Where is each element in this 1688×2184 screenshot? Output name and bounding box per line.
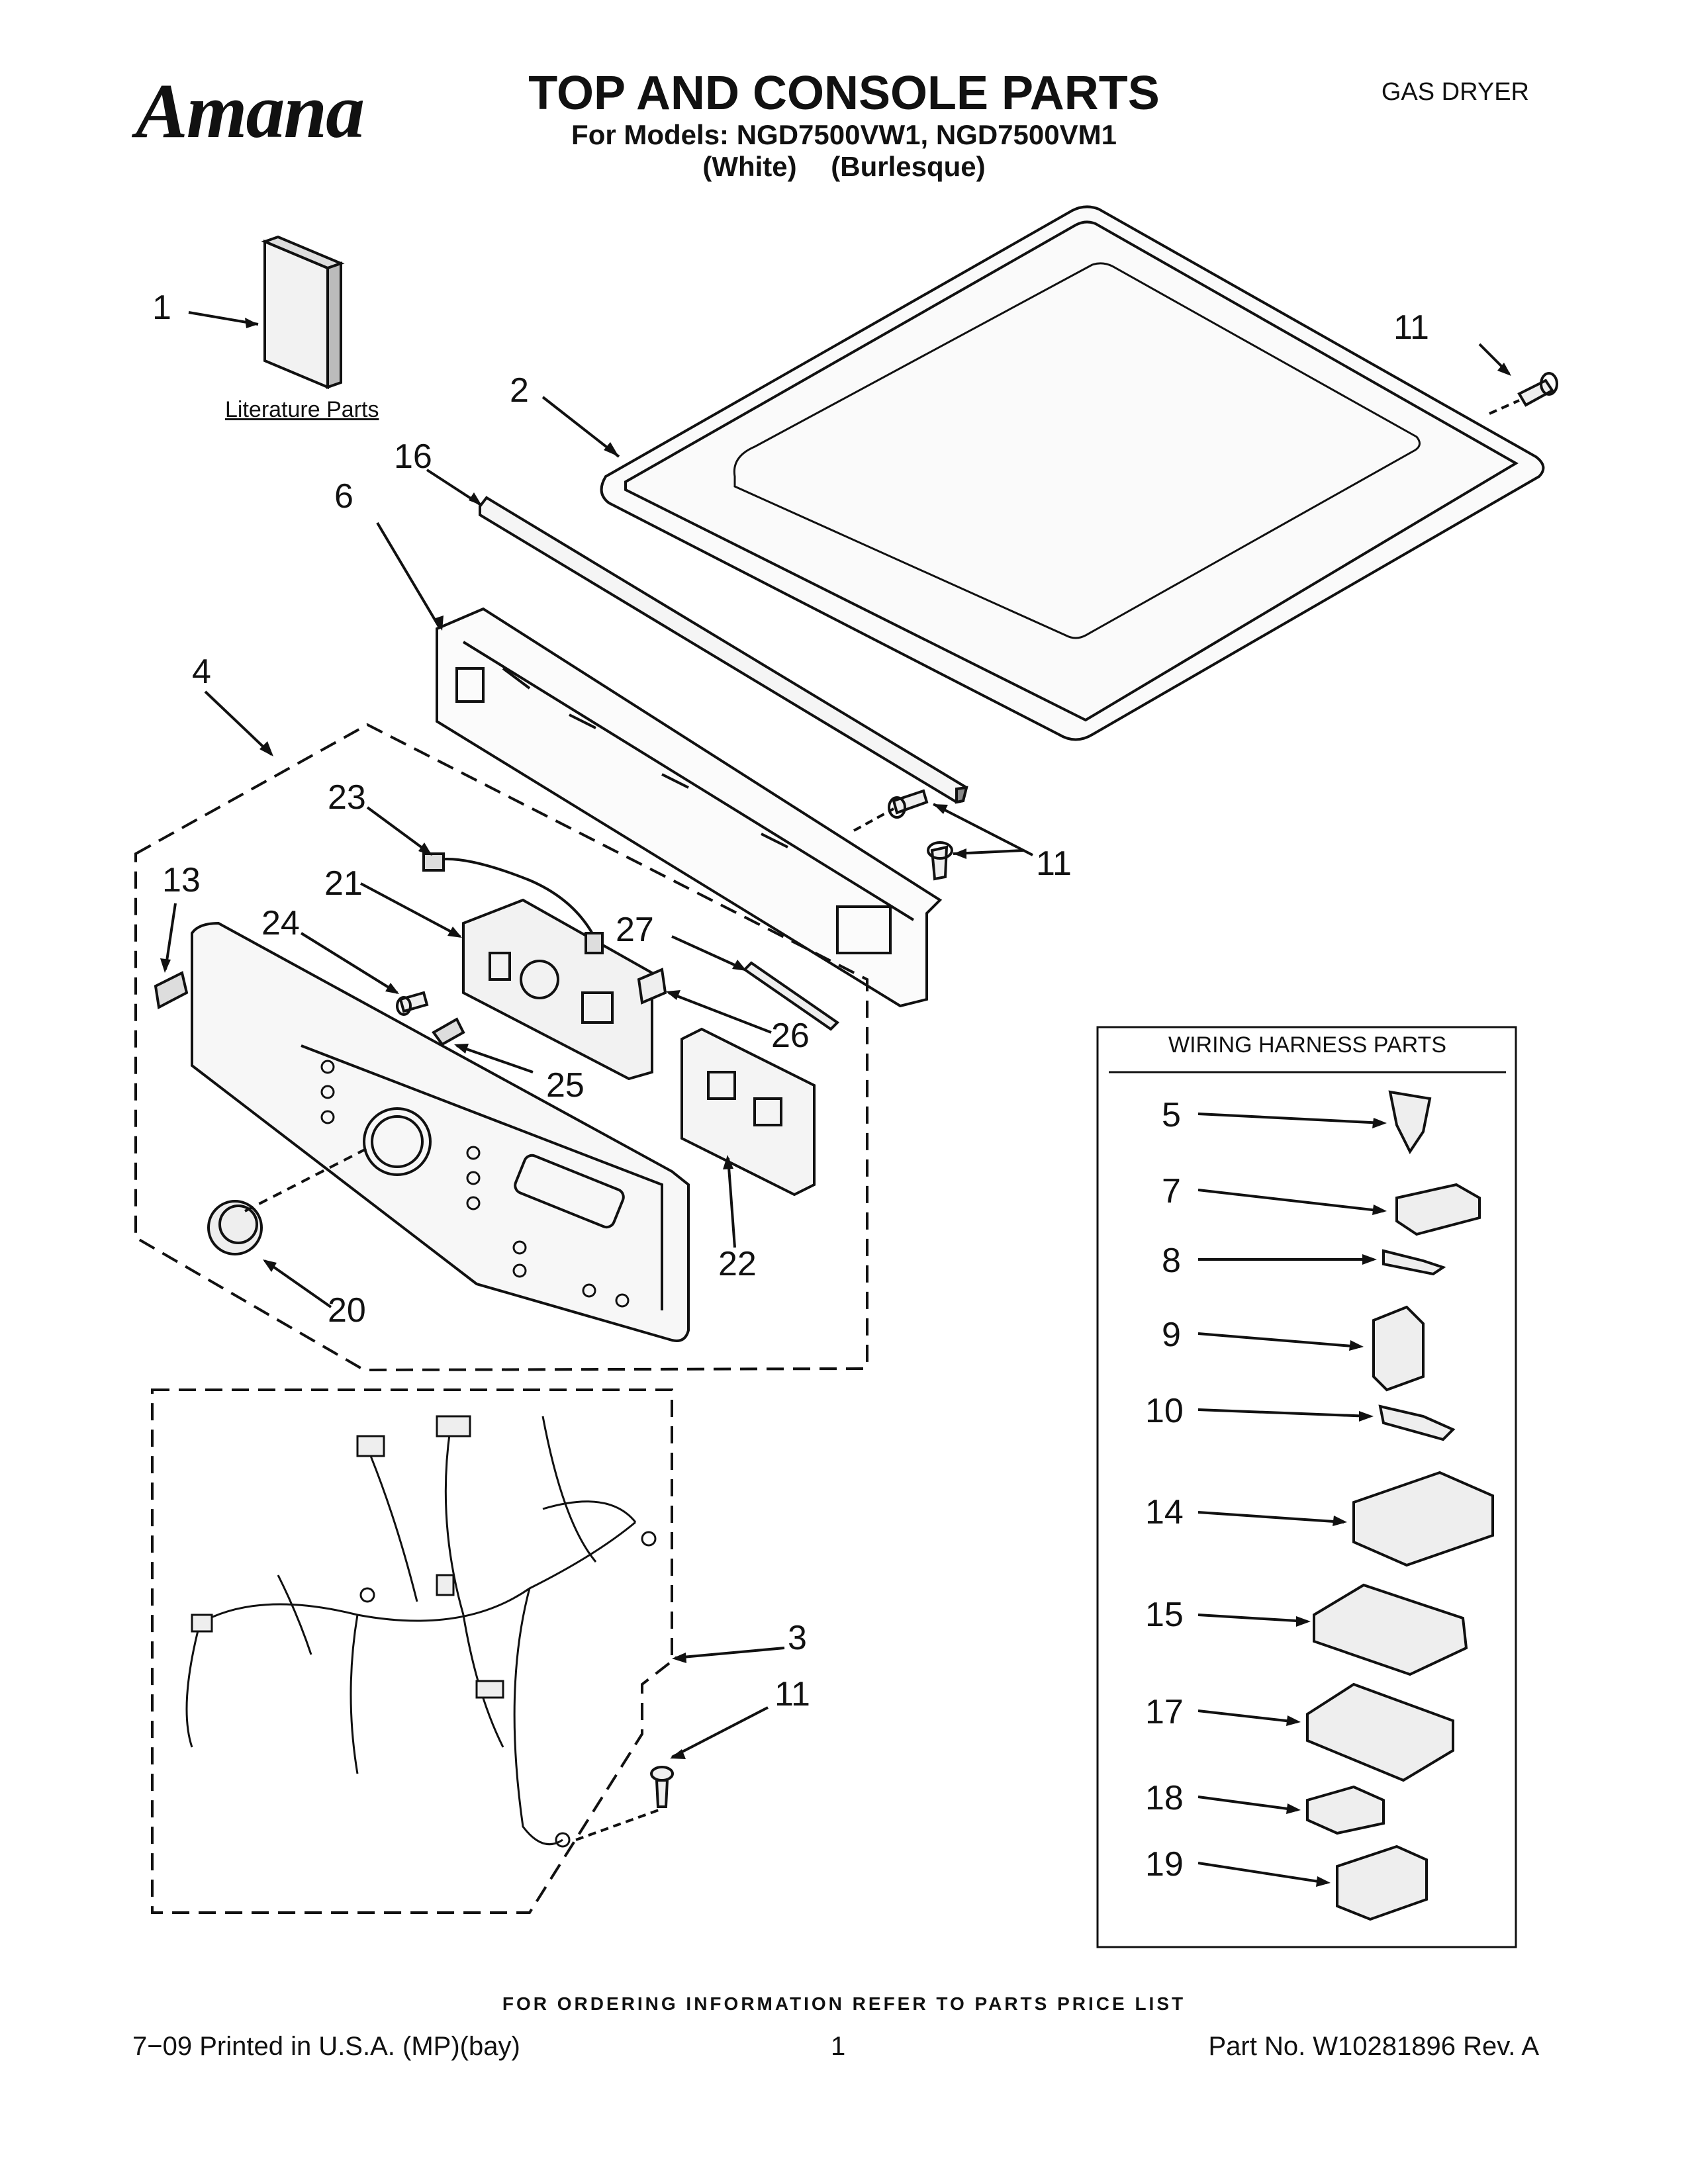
- callout-20: 20: [328, 1291, 366, 1330]
- leader-11-bottom: [671, 1706, 769, 1758]
- category-label: GAS DRYER: [1381, 78, 1529, 106]
- wiring-item-7: 7: [1162, 1172, 1181, 1210]
- leader-20: [263, 1259, 332, 1308]
- wiring-item-17: 17: [1145, 1693, 1184, 1731]
- callout-26: 26: [771, 1017, 810, 1055]
- leader-26: [668, 991, 772, 1034]
- wiring-items-drawings: [1197, 1090, 1494, 1921]
- callout-16: 16: [394, 437, 432, 476]
- leader-23: [366, 806, 432, 855]
- ordering-note: FOR ORDERING INFORMATION REFER TO PARTS …: [502, 1993, 1186, 2014]
- callout-6: 6: [334, 477, 353, 516]
- callout-2: 2: [510, 371, 529, 410]
- leader-22: [727, 1158, 736, 1248]
- callout-4: 4: [192, 653, 211, 691]
- wiring-item-15: 15: [1145, 1596, 1184, 1634]
- callout-24: 24: [261, 904, 300, 942]
- callout-3: 3: [788, 1619, 807, 1657]
- callout-21: 21: [324, 864, 363, 903]
- wiring-box-title: WIRING HARNESS PARTS: [1168, 1032, 1447, 1058]
- leader-27: [671, 935, 745, 971]
- wiring-box: [1096, 1026, 1517, 1948]
- callout-13: 13: [162, 861, 201, 899]
- colors-line: (White) (Burlesque): [702, 151, 986, 182]
- wiring-item-10: 10: [1145, 1392, 1184, 1430]
- top-panel-drawing: [600, 205, 1545, 741]
- callout-23: 23: [328, 778, 366, 817]
- leader-24: [300, 932, 399, 994]
- console-assembly-outline: [134, 723, 868, 1372]
- wiring-item-8: 8: [1162, 1242, 1181, 1280]
- page-number: 1: [831, 2032, 846, 2061]
- models-line: For Models: NGD7500VW1, NGD7500VM1: [571, 119, 1117, 150]
- wire-harness-outline: [151, 1388, 673, 1914]
- screw-11-bottom-drawing: [650, 1766, 674, 1808]
- callout-11-bottom: 11: [774, 1675, 810, 1713]
- leader-4: [204, 690, 273, 756]
- callout-11-top: 11: [1393, 308, 1429, 347]
- page-title: TOP AND CONSOLE PARTS: [528, 67, 1160, 120]
- leader-13: [164, 903, 177, 970]
- wire-harness-drawing: [185, 1415, 657, 1848]
- control-board-21-drawing: [462, 898, 653, 1081]
- wiring-item-14: 14: [1145, 1493, 1184, 1531]
- wire-23-drawing: [422, 852, 604, 954]
- brand-logo: Amana: [136, 68, 365, 154]
- screws-11-middle-drawing: [888, 789, 953, 881]
- leader-6: [376, 522, 442, 630]
- console-bracket-drawing: [436, 607, 943, 1008]
- print-info: 7−09 Printed in U.S.A. (MP)(bay): [132, 2032, 520, 2061]
- leader-3: [675, 1647, 785, 1659]
- callout-11-mid: 11: [1036, 844, 1072, 883]
- screw-24-drawing: [396, 991, 429, 1016]
- callout-22: 22: [718, 1245, 757, 1283]
- screw-11-top-drawing: [1517, 372, 1558, 407]
- tie-strap-27-drawing: [742, 961, 840, 1031]
- leader-21: [360, 882, 461, 938]
- control-board-22-drawing: [680, 1027, 816, 1197]
- wiring-item-18: 18: [1145, 1779, 1184, 1817]
- wiring-item-5: 5: [1162, 1096, 1181, 1134]
- leader-25: [456, 1044, 534, 1073]
- leader-2: [541, 396, 620, 458]
- callout-1: 1: [152, 289, 171, 327]
- literature-parts-label: Literature Parts: [225, 397, 379, 422]
- clip-26-drawing: [637, 968, 667, 1005]
- button-13-drawing: [154, 971, 189, 1010]
- wiring-item-19: 19: [1145, 1845, 1184, 1884]
- console-panel-drawing: [191, 921, 690, 1342]
- literature-booklet-drawing: [261, 235, 345, 390]
- callout-27: 27: [616, 911, 654, 949]
- wiring-item-9: 9: [1162, 1316, 1181, 1354]
- gasket-strip-drawing: [479, 496, 968, 804]
- knob-drawing: [207, 1200, 263, 1255]
- part-number: Part No. W10281896 Rev. A: [1208, 2032, 1539, 2061]
- part-25-drawing: [432, 1017, 465, 1046]
- callout-25: 25: [546, 1066, 585, 1105]
